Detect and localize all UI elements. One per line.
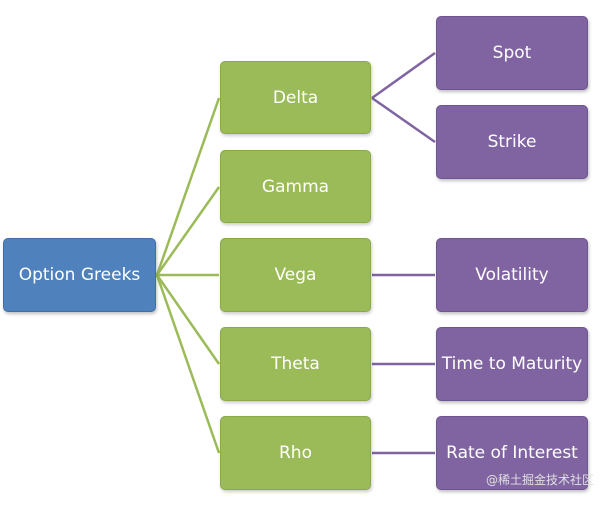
rate-of-interest-node: Rate of Interest bbox=[436, 416, 588, 490]
gamma-label: Gamma bbox=[261, 176, 330, 197]
connector-root-gamma bbox=[155, 186, 221, 276]
time-to-maturity-label: Time to Maturity bbox=[441, 354, 583, 374]
theta-node: Theta bbox=[220, 327, 371, 401]
connector-root-rho bbox=[155, 274, 221, 454]
connector-delta-strike bbox=[371, 96, 436, 144]
connector-root-theta bbox=[155, 274, 221, 365]
rate-of-interest-label: Rate of Interest bbox=[446, 443, 578, 463]
option-greeks-node: Option Greeks bbox=[3, 238, 156, 312]
volatility-label: Volatility bbox=[475, 265, 549, 285]
connector-root-delta bbox=[155, 97, 221, 276]
rho-node: Rho bbox=[220, 416, 371, 490]
rho-label: Rho bbox=[279, 443, 312, 463]
spot-node: Spot bbox=[436, 16, 588, 90]
spot-label: Spot bbox=[492, 43, 532, 63]
time-to-maturity-node: Time to Maturity bbox=[436, 327, 588, 401]
delta-label: Delta bbox=[272, 87, 319, 108]
option-greeks-label: Option Greeks bbox=[18, 265, 141, 285]
theta-label: Theta bbox=[271, 354, 320, 374]
volatility-node: Volatility bbox=[436, 238, 588, 312]
gamma-node: Gamma bbox=[220, 150, 371, 223]
watermark: @稀土掘金技术社区 bbox=[485, 473, 594, 487]
strike-label: Strike bbox=[487, 132, 537, 152]
delta-node: Delta bbox=[220, 61, 371, 134]
strike-node: Strike bbox=[436, 105, 588, 179]
vega-label: Vega bbox=[274, 265, 317, 285]
vega-node: Vega bbox=[220, 238, 371, 312]
connector-delta-spot bbox=[371, 51, 436, 100]
